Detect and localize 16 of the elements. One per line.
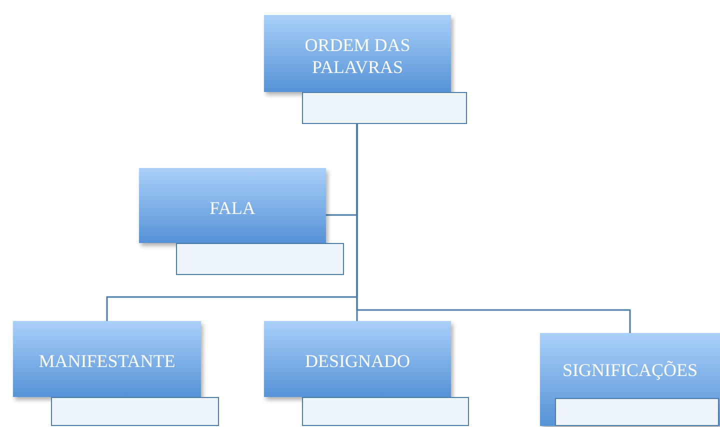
org-chart-box <box>13 321 201 397</box>
empty-text-box <box>555 398 719 426</box>
empty-text-box <box>302 397 469 426</box>
box-label: DESIGNADO <box>305 350 410 372</box>
box-label: MANIFESTANTE <box>38 350 176 372</box>
org-chart-box <box>264 321 451 397</box>
box-label: SIGNIFICAÇÕES <box>562 358 698 380</box>
org-chart-box <box>540 333 720 426</box>
empty-text-box <box>176 243 344 275</box>
empty-text-box <box>51 397 219 426</box>
empty-text-box <box>302 92 467 124</box>
org-chart-box <box>264 15 451 92</box>
org-chart-box <box>139 168 326 243</box>
connector-line <box>356 124 631 333</box>
box-label: FALA <box>210 196 256 218</box>
box-label: ORDEM DAS PALAVRAS <box>304 34 412 78</box>
